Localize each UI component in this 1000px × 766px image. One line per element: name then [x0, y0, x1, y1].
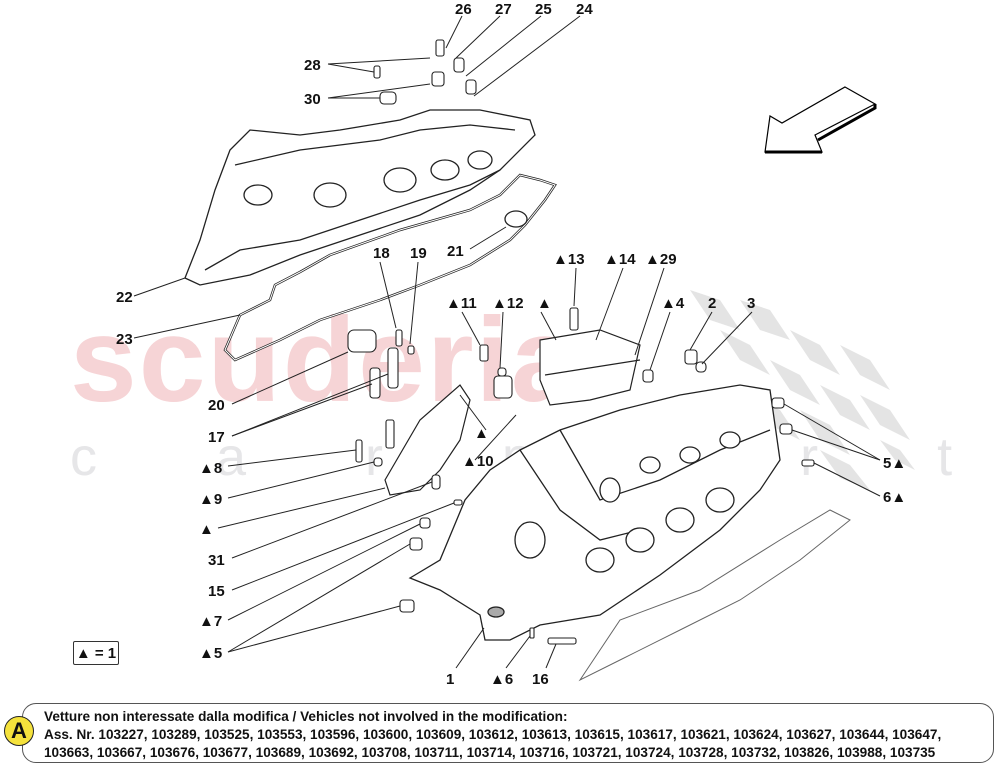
callout-21[interactable]: 21	[447, 243, 464, 260]
head-gasket-part	[578, 509, 851, 682]
callout-25[interactable]: 25	[535, 1, 552, 18]
quantity-legend: ▲ = 1	[73, 641, 119, 665]
fasteners-group	[347, 39, 815, 645]
callout-13[interactable]: ▲13	[553, 251, 585, 268]
callout-2[interactable]: 2	[708, 295, 717, 312]
leader-lines	[133, 15, 881, 669]
callout-12[interactable]: ▲12	[492, 295, 524, 312]
callout-1[interactable]: 1	[446, 671, 455, 688]
callout-28[interactable]: 28	[304, 57, 321, 74]
callout-14[interactable]: ▲14	[604, 251, 636, 268]
note-badge-a: A	[4, 716, 34, 746]
callout-19[interactable]: 19	[410, 245, 427, 262]
valve-cover-part	[184, 109, 536, 286]
callout-27[interactable]: 27	[495, 1, 512, 18]
callout-6-bottom[interactable]: ▲6	[490, 671, 514, 688]
callout-22[interactable]: 22	[116, 289, 133, 306]
callout-24[interactable]: 24	[576, 1, 593, 18]
callout-11[interactable]: ▲11	[446, 295, 477, 312]
callout-23[interactable]: 23	[116, 331, 133, 348]
note-vehicle-list-line-1: Ass. Nr. 103227, 103289, 103525, 103553,…	[44, 727, 942, 742]
callout-26[interactable]: 26	[455, 1, 472, 18]
note-heading: Vetture non interessate dalla modifica /…	[44, 709, 568, 724]
timing-bracket-part	[384, 384, 471, 496]
modification-note-box	[22, 703, 994, 763]
callout-unnumbered-c[interactable]: ▲	[199, 521, 214, 538]
callout-9[interactable]: ▲9	[199, 491, 223, 508]
callout-16[interactable]: 16	[532, 671, 549, 688]
checkered-flag-icon	[690, 290, 915, 490]
callout-unnumbered-b[interactable]: ▲	[474, 425, 489, 442]
callout-15[interactable]: 15	[208, 583, 225, 600]
callout-18[interactable]: 18	[373, 245, 390, 262]
callout-3[interactable]: 3	[747, 295, 756, 312]
callout-17[interactable]: 17	[208, 429, 225, 446]
callout-31[interactable]: 31	[208, 552, 225, 569]
callout-5-left[interactable]: ▲5	[199, 645, 223, 662]
callout-unnumbered-a[interactable]: ▲	[537, 295, 552, 312]
callout-20[interactable]: 20	[208, 397, 225, 414]
camshaft-cap-part	[539, 329, 641, 406]
callout-8[interactable]: ▲8	[199, 460, 223, 477]
callout-10[interactable]: ▲10	[462, 453, 494, 470]
note-vehicle-list-line-2: 103663, 103667, 103676, 103677, 103689, …	[44, 745, 936, 760]
callout-4[interactable]: ▲4	[661, 295, 685, 312]
callout-7[interactable]: ▲7	[199, 613, 223, 630]
arrow-down-left-icon	[764, 86, 877, 154]
callout-30[interactable]: 30	[304, 91, 321, 108]
grommet-part	[504, 210, 528, 228]
exploded-view-drawing	[133, 15, 915, 682]
diagram-canvas: scuderia c a r p a r t s	[70, 1, 1000, 688]
cylinder-head-part	[408, 384, 781, 641]
callout-5-right[interactable]: 5▲	[883, 455, 907, 472]
callout-29[interactable]: ▲29	[645, 251, 677, 268]
callout-6-right[interactable]: 6▲	[883, 489, 907, 506]
